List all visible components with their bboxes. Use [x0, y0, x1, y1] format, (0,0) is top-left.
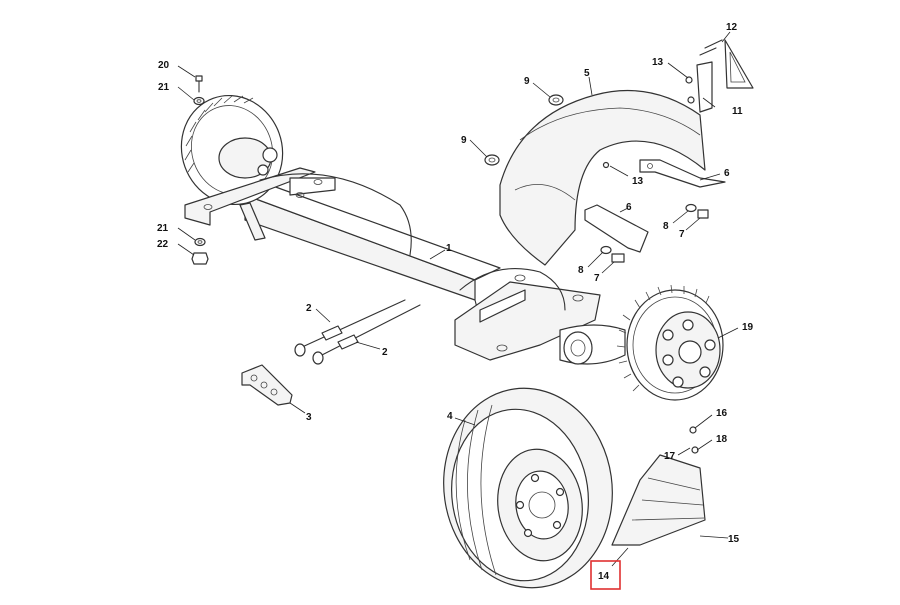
- callout-21-top: 21: [158, 82, 170, 93]
- callout-11: 11: [732, 106, 743, 117]
- callout-5: 5: [584, 68, 590, 79]
- mud-guard: [611, 426, 706, 546]
- callout-13-mid: 13: [632, 176, 644, 187]
- fender: [499, 89, 706, 266]
- brake-cables: [294, 299, 421, 365]
- callout-16: 16: [716, 408, 728, 419]
- left-brake-drum: [180, 94, 284, 206]
- callout-6-upper: 6: [724, 168, 730, 179]
- callout-20: 20: [158, 60, 170, 71]
- fender-brace-lower: [584, 204, 649, 253]
- washer-21-top: [193, 96, 205, 106]
- callout-2-lower: 2: [382, 347, 388, 358]
- callout-2-upper: 2: [306, 303, 312, 314]
- washer-9-mid: [484, 154, 500, 166]
- right-brake-drum-hub: [616, 284, 724, 401]
- callout-8-upper: 8: [663, 221, 669, 232]
- washer-nut-7-8-lower: [600, 245, 625, 263]
- callout-14-highlight: [590, 560, 621, 590]
- callout-7-lower: 7: [594, 273, 600, 284]
- left-spring-seat: [184, 167, 412, 256]
- callout-14: 14: [598, 571, 610, 582]
- bolt-20: [195, 75, 203, 93]
- leader-lines: [177, 31, 739, 567]
- nut-22: [191, 252, 209, 265]
- callout-15: 15: [728, 534, 740, 545]
- callout-21-bottom: 21: [157, 223, 169, 234]
- callout-18: 18: [716, 434, 728, 445]
- callout-7-upper: 7: [679, 229, 685, 240]
- reflector-bracket: [685, 39, 754, 113]
- callout-9-top: 9: [524, 76, 530, 87]
- axle-beam: [239, 184, 501, 321]
- callout-labels: 20 21 21 22 9 9 5 12 13 11 13 6 6 8 7 8 …: [157, 22, 754, 590]
- wheel-tire: [443, 387, 613, 589]
- callout-6-lower: 6: [626, 202, 632, 213]
- small-screw-13: [602, 161, 610, 169]
- callout-3: 3: [306, 412, 312, 423]
- callout-13-top: 13: [652, 57, 664, 68]
- callout-8-lower: 8: [578, 265, 584, 276]
- washer-21-bottom: [194, 237, 206, 247]
- callout-22: 22: [157, 239, 169, 250]
- callout-4: 4: [447, 411, 453, 422]
- right-spring-seat: [454, 268, 626, 365]
- washer-nut-7-8-upper: [685, 203, 709, 219]
- callout-1: 1: [446, 243, 452, 254]
- cable-clamp: [241, 364, 293, 406]
- callout-12: 12: [726, 22, 738, 33]
- callout-9-mid: 9: [461, 135, 467, 146]
- fender-brace-upper: [639, 159, 726, 188]
- callout-19: 19: [742, 322, 754, 333]
- callout-17: 17: [664, 451, 676, 462]
- washer-9-top: [548, 94, 564, 106]
